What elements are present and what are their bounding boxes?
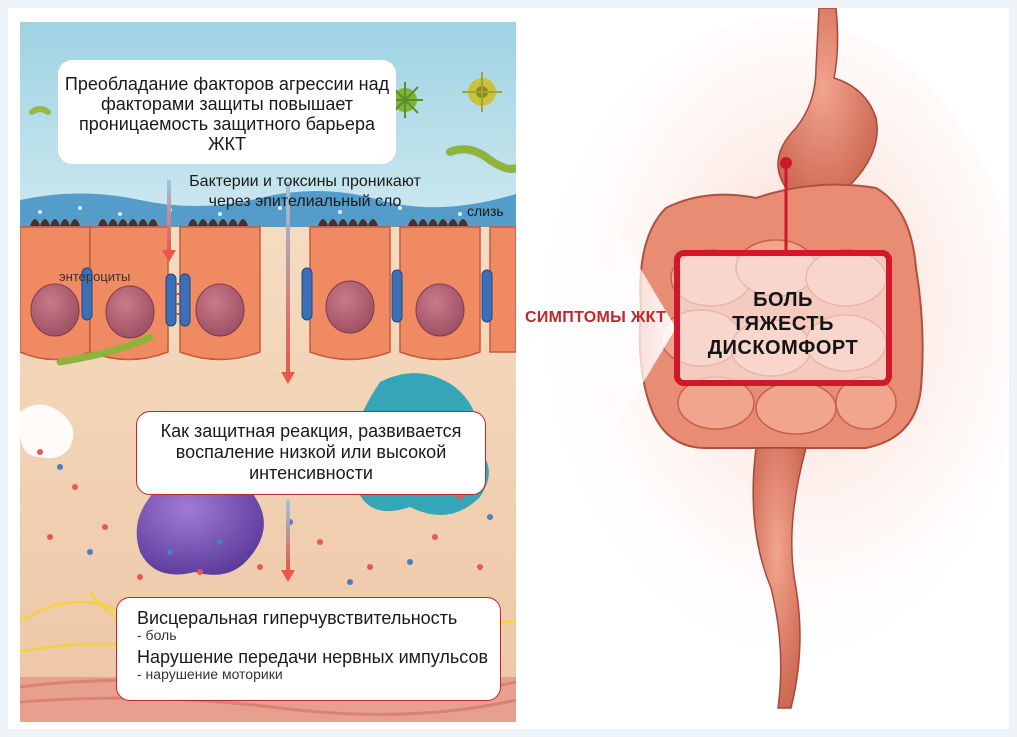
intestinal-barrier-illustration: Преобладание факторов агрессии над факто… xyxy=(20,22,516,722)
symptoms-box: БОЛЬ ТЯЖЕСТЬ ДИСКОМФОРТ xyxy=(674,250,892,386)
intro-text: Преобладание факторов агрессии над факто… xyxy=(65,74,389,154)
consequences-callout: Висцеральная гиперчувствительность - бол… xyxy=(116,597,501,701)
visceral-title: Висцеральная гиперчувствительность xyxy=(137,608,500,628)
inflammation-text: Как защитная реакция, развивается воспал… xyxy=(161,421,462,483)
nerve-sub: - нарушение моторики xyxy=(137,667,500,682)
symptom-heaviness: ТЯЖЕСТЬ xyxy=(680,312,886,336)
mucus-label: слизь xyxy=(467,203,504,219)
bacteria-penetration-label: Бактерии и токсины проникают через эпите… xyxy=(170,172,440,212)
symptom-pain: БОЛЬ xyxy=(680,288,886,312)
enterocytes-label: энтероциты xyxy=(59,269,130,284)
visceral-sub: - боль xyxy=(137,628,500,643)
aggression-factors-callout: Преобладание факторов агрессии над факто… xyxy=(58,60,396,164)
nerve-title: Нарушение передачи нервных импульсов xyxy=(137,647,500,667)
gi-symptoms-label: СИМПТОМЫ ЖКТ xyxy=(525,309,666,327)
symptom-discomfort: ДИСКОМФОРТ xyxy=(680,336,886,360)
inflammation-callout: Как защитная реакция, развивается воспал… xyxy=(136,411,486,495)
